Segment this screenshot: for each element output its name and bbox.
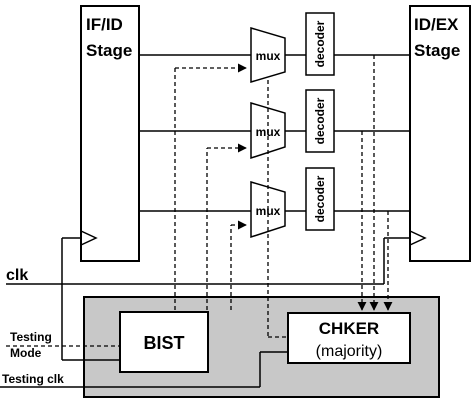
if-id-label-line2: Stage bbox=[86, 41, 132, 60]
testing-clk-line bbox=[0, 351, 288, 388]
testing-mode-label-line2: Mode bbox=[10, 346, 42, 360]
checker-label-line1: CHKER bbox=[319, 319, 379, 338]
decoder-1 bbox=[305, 12, 335, 76]
if-id-clock-triangle bbox=[80, 230, 98, 246]
mux-control-path bbox=[267, 80, 288, 338]
decoder-2-label: decoder bbox=[313, 97, 327, 144]
clk-line bbox=[6, 237, 410, 361]
decoder-3-label: decoder bbox=[313, 175, 327, 222]
decoder-1-label: decoder bbox=[313, 20, 327, 67]
bist-test-paths bbox=[174, 63, 247, 310]
id-ex-label-line2: Stage bbox=[414, 41, 460, 60]
decoder-2 bbox=[305, 89, 335, 153]
if-id-label-line1: IF/ID bbox=[86, 15, 123, 34]
mux-3-label: mux bbox=[256, 204, 281, 218]
bist-block bbox=[119, 311, 209, 373]
id-ex-label-line1: ID/EX bbox=[414, 15, 459, 34]
clk-label: clk bbox=[6, 267, 28, 284]
id-ex-clock-triangle bbox=[409, 230, 427, 246]
checker-input-paths bbox=[357, 55, 393, 311]
checker-block bbox=[287, 312, 411, 364]
mux-1 bbox=[250, 26, 286, 84]
if-id-stage bbox=[80, 5, 140, 262]
bist-label: BIST bbox=[143, 333, 184, 353]
id-ex-stage bbox=[409, 5, 471, 262]
decoder-3 bbox=[305, 167, 335, 231]
testing-mode-label-line1: Testing bbox=[10, 330, 52, 344]
mux-1-label: mux bbox=[256, 49, 281, 63]
testing-clk-label: Testing clk bbox=[2, 372, 64, 386]
checker-label-line2: (majority) bbox=[316, 343, 383, 360]
